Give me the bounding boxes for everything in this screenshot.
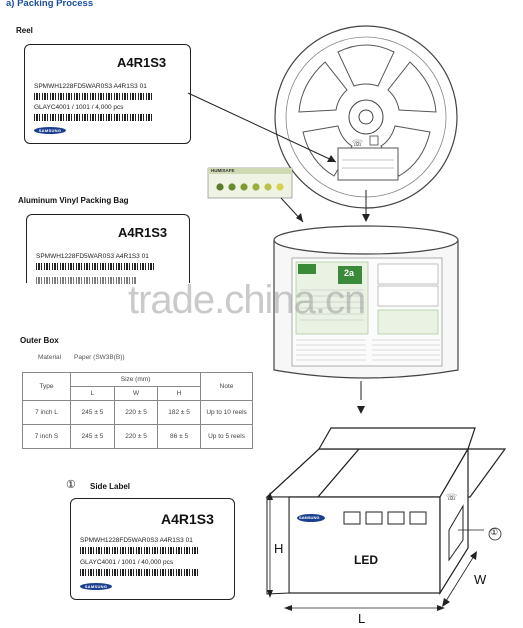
box-samsung-logo: SAMSUNG <box>299 515 320 520</box>
bag-section-title: Aluminum Vinyl Packing Bag <box>18 196 129 205</box>
bag-label-barcode2 <box>36 277 136 284</box>
reel-and-bag-diagram: ☏ <box>187 25 459 400</box>
box-content-label: LED <box>354 553 378 567</box>
row-l: 245 ± 5 <box>69 400 116 425</box>
note-header: Note <box>200 372 253 401</box>
box-dimension-l: L <box>358 611 366 626</box>
reel-label-part: A4R1S3 <box>117 55 167 70</box>
page-heading: a) Packing Process <box>6 0 94 9</box>
side-label-line2: GLAYC4001 / 1001 / 40,000 pcs <box>80 559 174 566</box>
col-w-header: W <box>113 386 159 401</box>
humidity-indicator-card <box>207 167 293 199</box>
material-label: Material <box>38 354 62 361</box>
row-type: 7 inch S <box>22 424 71 449</box>
row-note: Up to 10 reels <box>200 400 253 425</box>
reel-label-barcode1 <box>34 93 154 100</box>
col-h-header: H <box>157 386 202 401</box>
reel-label-barcode2 <box>34 114 154 121</box>
box-dimension-w: W <box>474 572 487 587</box>
samsung-logo: SAMSUNG <box>80 583 112 590</box>
table-row: 7 inch S 245 ± 5 220 ± 5 86 ± 5 Up to 5 … <box>22 424 253 449</box>
reel-drawing: ☏ <box>274 25 458 209</box>
packing-bag-drawing <box>273 225 459 379</box>
watermark-text: trade.china.cn <box>128 278 366 322</box>
box-dimension-h: H <box>274 541 284 556</box>
side-label-barcode2 <box>80 569 200 576</box>
bag-label: A4R1S3 SPMWH1228FD5WAR0S3 A4R1S3 01 <box>26 214 190 284</box>
humidity-card-brand: HUMISAFE <box>211 168 235 173</box>
box-callout-number: ① <box>490 527 499 537</box>
row-w: 220 ± 5 <box>113 424 159 449</box>
bag-sticker-badge: 2a <box>344 268 355 278</box>
reel-label-line1: SPMWH1228FD5WAR0S3 A4R1S3 01 <box>34 83 147 90</box>
samsung-logo: SAMSUNG <box>34 127 66 134</box>
table-row: 7 inch L 245 ± 5 220 ± 5 182 ± 5 Up to 1… <box>22 400 253 425</box>
material-value: Paper (SW3B(B)) <box>74 354 125 361</box>
type-header: Type <box>22 372 71 401</box>
side-label: A4R1S3 SPMWH1228FD5WAR0S3 A4R1S3 01 GLAY… <box>70 498 235 600</box>
row-h: 182 ± 5 <box>157 400 202 425</box>
outer-box-size-table: Type Size (mm) Note L W H 7 inch L 245 ±… <box>22 372 253 449</box>
side-label-part: A4R1S3 <box>161 511 214 527</box>
svg-text:☏: ☏ <box>352 139 363 149</box>
reel-section-title: Reel <box>16 26 33 35</box>
bag-label-part: A4R1S3 <box>118 225 168 240</box>
row-l: 245 ± 5 <box>69 424 116 449</box>
row-h: 86 ± 5 <box>157 424 202 449</box>
bag-label-line1: SPMWH1228FD5WAR0S3 A4R1S3 01 <box>36 253 149 260</box>
row-w: 220 ± 5 <box>113 400 159 425</box>
side-label-number: ① <box>66 479 76 491</box>
outer-box-title: Outer Box <box>20 336 59 345</box>
row-note: Up to 5 reels <box>200 424 253 449</box>
side-label-barcode1 <box>80 547 200 554</box>
reel-label-line2: GLAYC4001 / 1001 / 4,000 pcs <box>34 104 124 111</box>
side-label-line1: SPMWH1228FD5WAR0S3 A4R1S3 01 <box>80 537 193 544</box>
outer-box-diagram: ☏ <box>265 406 507 611</box>
side-label-title: Side Label <box>90 482 131 491</box>
col-l-header: L <box>69 386 116 401</box>
reel-label: A4R1S3 SPMWH1228FD5WAR0S3 A4R1S3 01 GLAY… <box>24 44 191 144</box>
size-header: Size (mm) <box>69 372 202 387</box>
bag-label-barcode <box>36 263 156 270</box>
svg-text:☏: ☏ <box>446 493 457 503</box>
